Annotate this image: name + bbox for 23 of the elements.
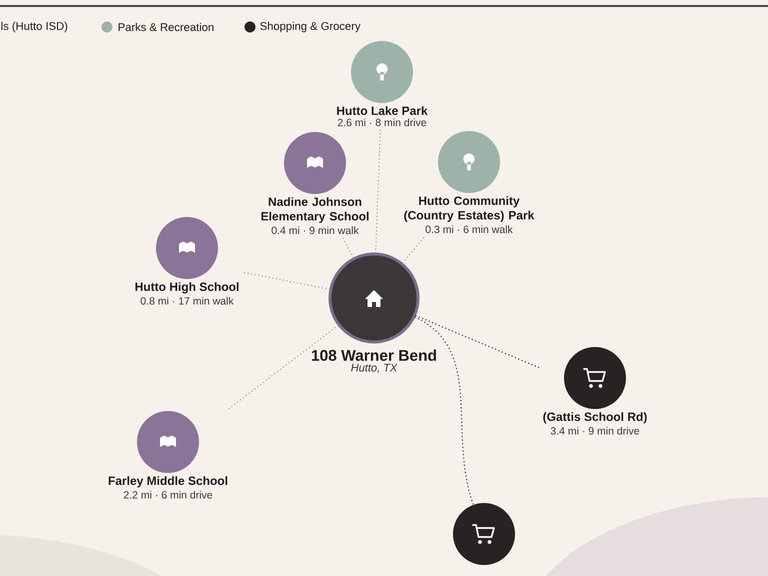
place-name: Hutto High School <box>135 282 238 294</box>
connector-line <box>375 128 381 254</box>
address-heading: 108 Warner Bend <box>312 350 436 361</box>
distance-text: 3.4 mi · 9 min drive <box>550 426 640 435</box>
legend-text: ls (Hutto ISD) <box>1 22 68 32</box>
connector-line <box>226 324 338 410</box>
place-name: Hutto Lake Park <box>337 106 428 115</box>
place-name: (Gattis School Rd) <box>543 412 647 424</box>
city-subtitle: Hutto, TX <box>351 364 398 373</box>
connector-line <box>415 315 542 369</box>
distance-text: 2.2 mi · 6 min drive <box>124 490 212 499</box>
distance-text: 2.6 mi · 8 min drive <box>338 118 426 126</box>
place-name: Nadine Johnson Elementary School <box>261 197 368 223</box>
place-name: Farley Middle School <box>108 476 228 488</box>
distance-text: 0.8 mi · 17 min walk <box>140 296 234 305</box>
place-name: Hutto Community (Country Estates) Park <box>404 196 534 222</box>
legend-text: Parks & Recreation <box>118 22 214 32</box>
connector-line <box>342 236 354 258</box>
connector-line <box>414 316 474 506</box>
distance-text: 0.4 mi · 9 min walk <box>272 226 359 234</box>
connector-line <box>402 234 426 264</box>
distance-text: 0.3 mi · 6 min walk <box>426 225 513 234</box>
legend-text: Shopping & Grocery <box>260 22 361 32</box>
